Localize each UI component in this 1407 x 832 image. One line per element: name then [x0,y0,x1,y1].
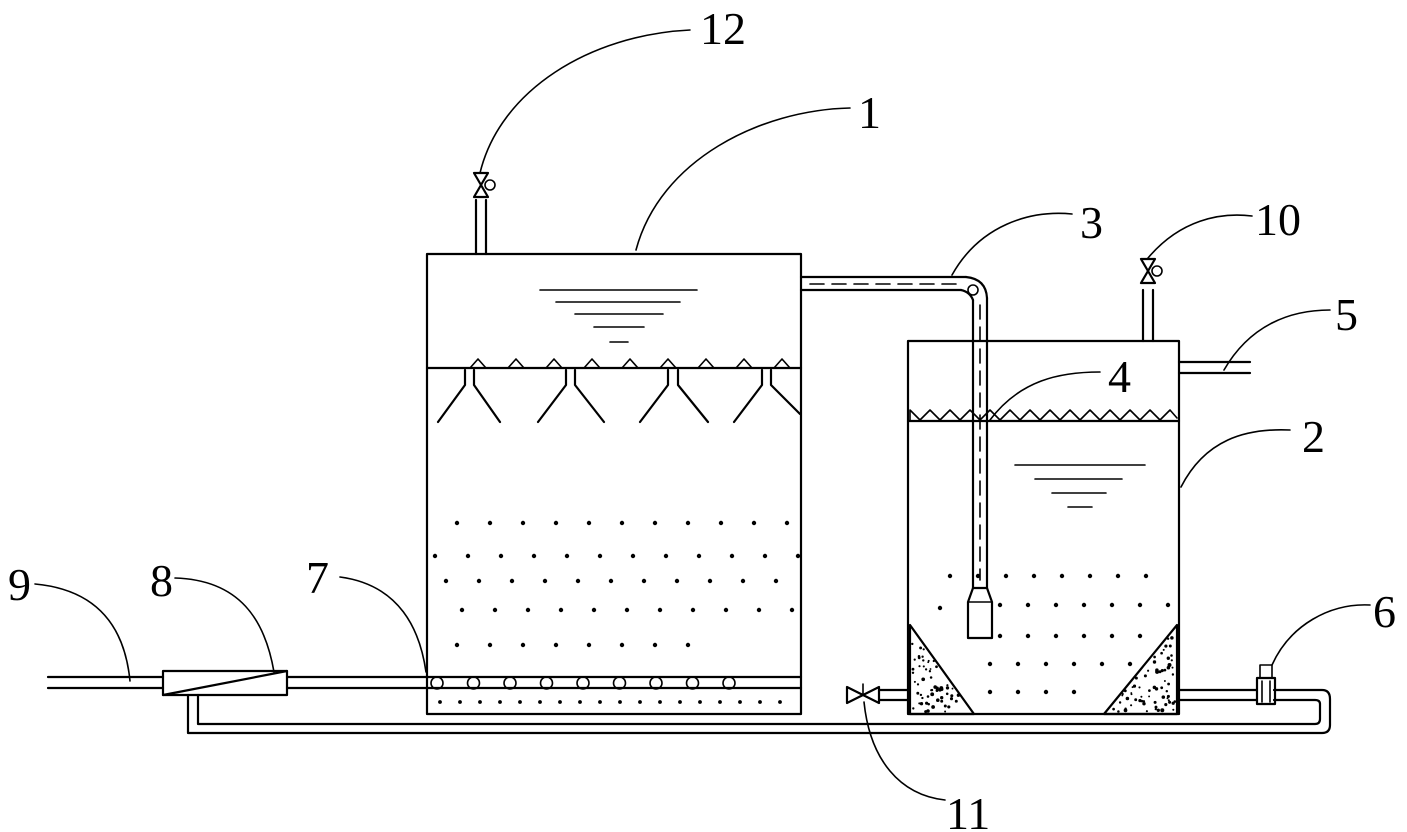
water-level-symbol-tank-1 [539,289,698,343]
valve-11 [845,683,881,705]
label-12: 12 [700,3,746,54]
connecting-pipe-3 [799,275,994,640]
bottom-particles-tank-1 [438,700,782,704]
filter-media-right [1102,623,1179,716]
label-11: 11 [946,788,990,832]
label-2: 2 [1302,411,1325,462]
tank-2 [906,339,1181,716]
label-10: 10 [1255,194,1301,245]
sludge-particles-tank-2 [937,573,1171,695]
sludge-particles-tank-1 [432,520,801,648]
label-6: 6 [1373,586,1396,637]
label-7: 7 [306,552,329,603]
label-5: 5 [1335,289,1358,340]
pump-6 [1255,664,1277,706]
weir-teeth-tank-2 [909,409,1178,422]
vent-pipe-10 [1139,257,1163,343]
inlet-pipe-9 [46,675,165,690]
recirculation-pipe [186,688,1332,735]
water-level-symbol-tank-2 [1014,464,1146,508]
filter-media-left [908,623,976,716]
water-distributor [425,675,803,690]
label-1: 1 [858,87,881,138]
label-9: 9 [8,559,31,610]
leader-lines [34,29,1371,801]
label-4: 4 [1108,351,1131,402]
weir-teeth-tank-1 [469,358,791,369]
callout-labels: 1 2 3 4 5 6 7 8 9 10 11 12 [8,3,1396,832]
label-8: 8 [150,555,173,606]
tank-1 [425,252,803,716]
gas-outlet-pipe-12 [472,171,496,256]
feed-pipe-7 [285,675,429,690]
outlet-pipe-5 [1177,360,1252,375]
ejector-8 [161,669,289,697]
three-phase-separators [436,368,802,424]
label-3: 3 [1080,197,1103,248]
